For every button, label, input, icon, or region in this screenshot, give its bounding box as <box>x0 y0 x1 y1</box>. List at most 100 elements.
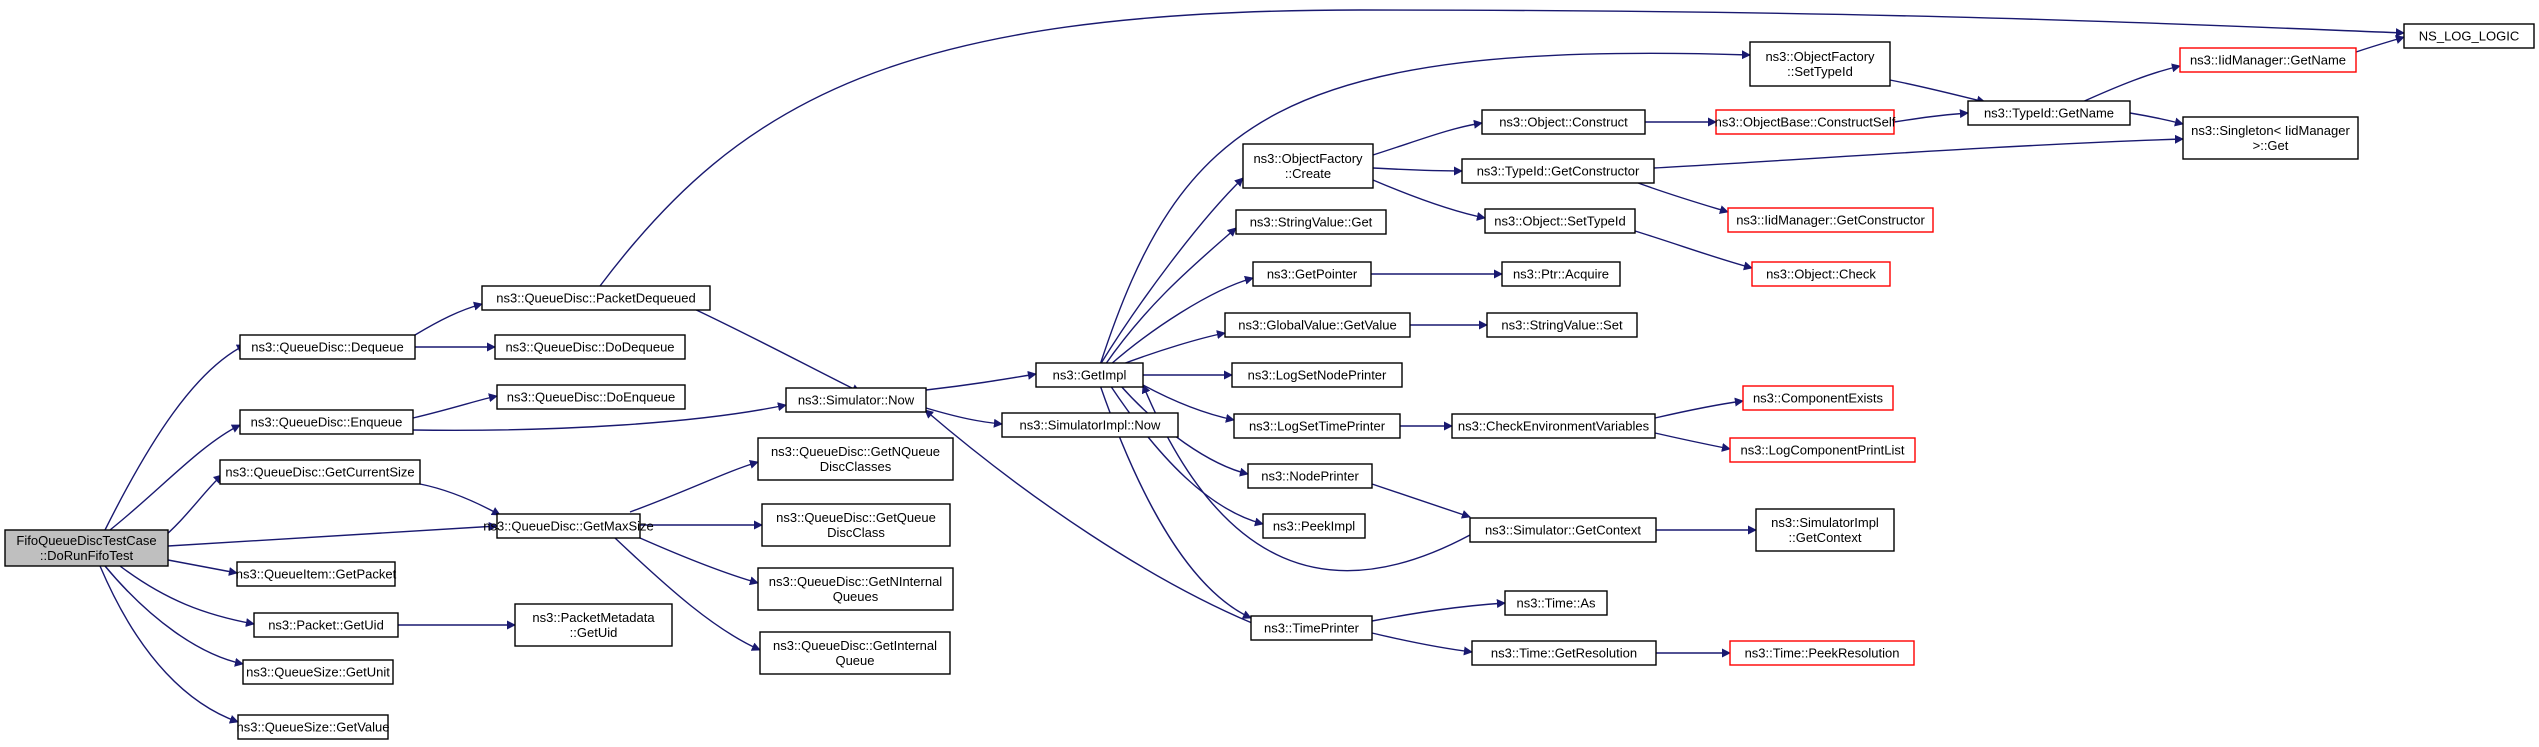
node-label: >::Get <box>2253 138 2289 153</box>
node-do-dequeue[interactable]: ns3::QueueDisc::DoDequeue <box>494 334 686 360</box>
edge-time-printer-to-time-as <box>1371 599 1506 622</box>
node-peek-impl[interactable]: ns3::PeekImpl <box>1262 513 1366 539</box>
edge-simulator-now-to-get-impl <box>925 370 1037 391</box>
node-label: DiscClasses <box>820 459 892 474</box>
node-simulator-impl-now[interactable]: ns3::SimulatorImpl::Now <box>1001 412 1179 438</box>
node-box <box>242 659 394 685</box>
node-time-printer[interactable]: ns3::TimePrinter <box>1250 615 1373 641</box>
edge-check-environment-variables-to-log-component-print-list <box>1654 432 1731 452</box>
node-packet-metadata-get-uid[interactable]: ns3::PacketMetadata::GetUid <box>514 603 673 647</box>
edge-get-impl-to-object-factory-create <box>1099 177 1244 366</box>
node-node-printer[interactable]: ns3::NodePrinter <box>1247 463 1373 489</box>
node-label: ns3::QueueDisc::GetNInternal <box>769 574 943 589</box>
node-object-construct[interactable]: ns3::Object::Construct <box>1481 109 1646 135</box>
edge-get-impl-to-string-value-get <box>1104 227 1237 366</box>
node-box <box>2182 116 2359 160</box>
node-box <box>1035 362 1144 388</box>
edge-type-id-get-constructor-to-iid-manager-get-constructor <box>1629 179 1729 214</box>
node-get-max-size[interactable]: ns3::QueueDisc::GetMaxSize <box>483 513 654 539</box>
node-simulator-get-context[interactable]: ns3::Simulator::GetContext <box>1469 517 1657 543</box>
node-string-value-get[interactable]: ns3::StringValue::Get <box>1235 209 1387 235</box>
node-component-exists[interactable]: ns3::ComponentExists <box>1742 385 1894 411</box>
node-queue-size-get-value[interactable]: ns3::QueueSize::GetValue <box>237 714 390 740</box>
node-root[interactable]: FifoQueueDiscTestCase::DoRunFifoTest <box>4 529 169 567</box>
edge-check-environment-variables-to-component-exists <box>1654 397 1744 419</box>
node-log-set-node-printer[interactable]: ns3::LogSetNodePrinter <box>1231 362 1403 388</box>
edge-get-impl-to-log-set-time-printer <box>1142 384 1235 423</box>
node-get-impl[interactable]: ns3::GetImpl <box>1035 362 1144 388</box>
node-box <box>253 612 399 638</box>
node-box <box>1504 590 1608 616</box>
node-box <box>514 603 673 647</box>
node-object-factory-create[interactable]: ns3::ObjectFactory::Create <box>1242 143 1374 189</box>
node-string-value-set[interactable]: ns3::StringValue::Set <box>1486 312 1638 338</box>
node-type-id-get-constructor[interactable]: ns3::TypeId::GetConstructor <box>1461 158 1655 184</box>
node-label: ns3::Time::GetResolution <box>1491 646 1637 661</box>
node-label: ns3::Packet::GetUid <box>268 618 384 633</box>
node-ns-log-logic[interactable]: NS_LOG_LOGIC <box>2403 23 2535 49</box>
node-box <box>1471 640 1657 666</box>
node-do-enqueue[interactable]: ns3::QueueDisc::DoEnqueue <box>496 384 686 410</box>
node-queue-size-get-unit[interactable]: ns3::QueueSize::GetUnit <box>242 659 394 685</box>
node-label: FifoQueueDiscTestCase <box>16 533 156 548</box>
node-dequeue[interactable]: ns3::QueueDisc::Dequeue <box>239 334 416 360</box>
node-object-base-construct-self[interactable]: ns3::ObjectBase::ConstructSelf <box>1715 109 1896 135</box>
node-label: ns3::TypeId::GetConstructor <box>1477 164 1640 179</box>
edge-get-impl-to-peek-impl <box>1109 384 1264 527</box>
node-object-check[interactable]: ns3::Object::Check <box>1751 261 1891 287</box>
node-time-get-resolution[interactable]: ns3::Time::GetResolution <box>1471 640 1657 666</box>
node-box <box>1001 412 1179 438</box>
node-label: ns3::SimulatorImpl <box>1771 515 1879 530</box>
node-label: ns3::GetImpl <box>1053 368 1127 383</box>
edge-type-id-get-constructor-to-singleton-iid-manager-get <box>1653 134 2184 169</box>
node-label: ns3::QueueSize::GetValue <box>237 720 390 735</box>
node-type-id-get-name[interactable]: ns3::TypeId::GetName <box>1967 100 2131 126</box>
node-iid-manager-get-constructor[interactable]: ns3::IidManager::GetConstructor <box>1727 207 1934 233</box>
node-label: ns3::SimulatorImpl::Now <box>1020 418 1161 433</box>
node-packet-dequeued[interactable]: ns3::QueueDisc::PacketDequeued <box>481 285 711 311</box>
node-label: ns3::GetPointer <box>1267 267 1358 282</box>
node-time-peek-resolution[interactable]: ns3::Time::PeekResolution <box>1729 640 1915 666</box>
node-box <box>1729 640 1915 666</box>
node-label: ns3::PacketMetadata <box>532 610 655 625</box>
edge-iid-manager-get-name-to-ns-log-logic <box>2355 35 2405 53</box>
node-label: ns3::LogSetTimePrinter <box>1249 419 1386 434</box>
node-box <box>236 561 396 587</box>
node-label: ns3::Ptr::Acquire <box>1513 267 1609 282</box>
node-global-value-get-value[interactable]: ns3::GlobalValue::GetValue <box>1224 312 1411 338</box>
node-packet-get-uid[interactable]: ns3::Packet::GetUid <box>253 612 399 638</box>
node-label: ns3::QueueDisc::Enqueue <box>251 415 403 430</box>
node-queue-item-get-packet[interactable]: ns3::QueueItem::GetPacket <box>236 561 397 587</box>
node-simulator-now[interactable]: ns3::Simulator::Now <box>785 387 927 413</box>
node-object-set-type-id[interactable]: ns3::Object::SetTypeId <box>1484 208 1636 234</box>
node-label: ns3::Time::PeekResolution <box>1745 646 1900 661</box>
node-get-pointer[interactable]: ns3::GetPointer <box>1252 261 1372 287</box>
node-iid-manager-get-name[interactable]: ns3::IidManager::GetName <box>2179 47 2357 73</box>
node-object-factory-set-type-id[interactable]: ns3::ObjectFactory::SetTypeId <box>1749 41 1891 87</box>
node-simulator-impl-get-context[interactable]: ns3::SimulatorImpl::GetContext <box>1755 508 1895 552</box>
node-box <box>4 529 169 567</box>
node-log-set-time-printer[interactable]: ns3::LogSetTimePrinter <box>1233 413 1401 439</box>
edge-object-factory-create-to-type-id-get-constructor <box>1372 166 1463 176</box>
node-time-as[interactable]: ns3::Time::As <box>1504 590 1608 616</box>
node-log-component-print-list[interactable]: ns3::LogComponentPrintList <box>1729 437 1916 463</box>
node-get-current-size[interactable]: ns3::QueueDisc::GetCurrentSize <box>219 459 421 485</box>
node-singleton-iid-manager-get[interactable]: ns3::Singleton< IidManager >::Get <box>2182 116 2359 160</box>
edge-get-max-size-to-get-n-internal-queues <box>639 537 759 586</box>
edge-time-printer-to-simulator-now <box>924 409 1253 624</box>
node-ptr-acquire[interactable]: ns3::Ptr::Acquire <box>1501 261 1621 287</box>
node-label: ns3::GlobalValue::GetValue <box>1238 318 1397 333</box>
node-label: ns3::PeekImpl <box>1273 519 1355 534</box>
function-nodes: FifoQueueDiscTestCase::DoRunFifoTestns3:… <box>4 23 2535 740</box>
edge-root-to-get-current-size <box>159 474 223 541</box>
edge-time-printer-to-time-get-resolution <box>1371 632 1473 656</box>
node-box <box>1235 209 1387 235</box>
node-check-environment-variables[interactable]: ns3::CheckEnvironmentVariables <box>1451 413 1656 439</box>
node-label: ns3::LogComponentPrintList <box>1740 443 1904 458</box>
node-enqueue[interactable]: ns3::QueueDisc::Enqueue <box>239 409 414 435</box>
